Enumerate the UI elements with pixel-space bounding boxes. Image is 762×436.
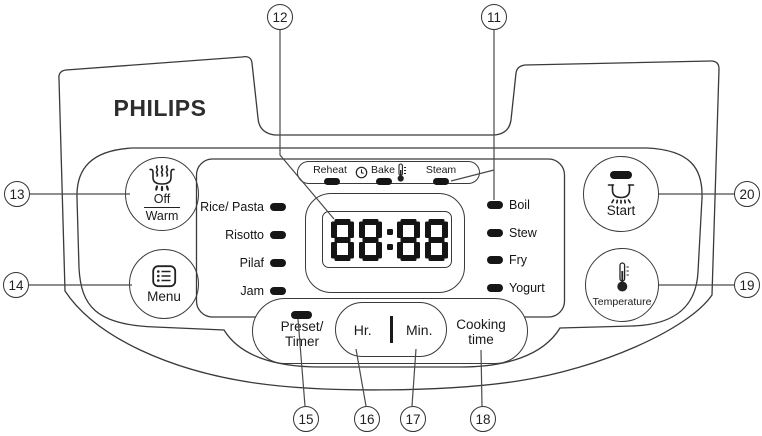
- mode-label: Stew: [509, 226, 537, 240]
- mode-led: [487, 229, 503, 237]
- mode-row-risotto: Risotto: [130, 227, 286, 243]
- mode-label: Fry: [509, 253, 528, 267]
- cooking-time-line2: time: [468, 331, 494, 347]
- start-led: [610, 170, 632, 179]
- mode-label: Yogurt: [509, 281, 545, 295]
- temperature-label: Temperature: [592, 295, 652, 308]
- mode-led: [270, 203, 286, 211]
- bake-led: [376, 178, 392, 185]
- callout-16: 16: [354, 406, 380, 432]
- callout-19: 19: [734, 272, 760, 298]
- mode-label: Pilaf: [239, 256, 264, 270]
- mode-row-rice-pasta: Rice/ Pasta: [130, 199, 286, 215]
- philips-logo: PHILIPS: [113, 95, 207, 121]
- mode-row-jam: Jam: [130, 283, 286, 299]
- cooking-time-button[interactable]: Cooking time: [446, 317, 516, 347]
- mode-label: Risotto: [225, 228, 264, 242]
- mode-row-fry: Fry: [487, 252, 617, 268]
- mode-row-stew: Stew: [487, 225, 617, 241]
- hr-min-pill: Hr. Min.: [335, 302, 447, 357]
- reheat-indicator-label: Reheat: [313, 164, 347, 176]
- callout-17: 17: [400, 406, 426, 432]
- start-button[interactable]: Start: [583, 156, 659, 232]
- reheat-led: [324, 178, 340, 185]
- keep-warm-icon: [149, 164, 175, 191]
- mode-led: [487, 201, 503, 209]
- callout-20: 20: [734, 181, 760, 207]
- callout-line-12: [279, 30, 335, 220]
- cooking-time-line1: Cooking: [456, 317, 506, 332]
- min-button[interactable]: Min.: [406, 321, 433, 338]
- bake-indicator-label: Bake: [371, 164, 395, 176]
- mode-led: [270, 287, 286, 295]
- preset-timer-led: [291, 311, 312, 319]
- mode-led: [270, 231, 286, 239]
- mode-row-yogurt: Yogurt: [487, 280, 617, 296]
- steam-indicator-label: Steam: [425, 164, 457, 176]
- preset-label-line1: Preset/: [280, 319, 324, 334]
- callout-12: 12: [267, 4, 293, 30]
- display-screen: [322, 211, 452, 268]
- mode-label: Jam: [240, 284, 264, 298]
- callout-11: 11: [481, 4, 507, 30]
- hr-button[interactable]: Hr.: [353, 321, 372, 338]
- seven-segment-display: [331, 219, 448, 261]
- steam-led: [433, 178, 449, 185]
- mode-led: [487, 284, 503, 292]
- mode-led: [487, 256, 503, 264]
- mode-label: Rice/ Pasta: [200, 200, 264, 214]
- off-warm-button[interactable]: Off Warm: [125, 157, 199, 231]
- mode-row-pilaf: Pilaf: [130, 255, 286, 271]
- mode-row-boil: Boil: [487, 197, 617, 213]
- callout-15: 15: [293, 406, 319, 432]
- preset-label-line2: Timer: [285, 333, 319, 349]
- callout-14: 14: [3, 272, 29, 298]
- preset-timer-button[interactable]: Preset/ Timer: [262, 319, 342, 349]
- callout-13: 13: [4, 181, 30, 207]
- mode-label: Boil: [509, 198, 530, 212]
- callout-18: 18: [470, 406, 496, 432]
- mode-led: [270, 259, 286, 267]
